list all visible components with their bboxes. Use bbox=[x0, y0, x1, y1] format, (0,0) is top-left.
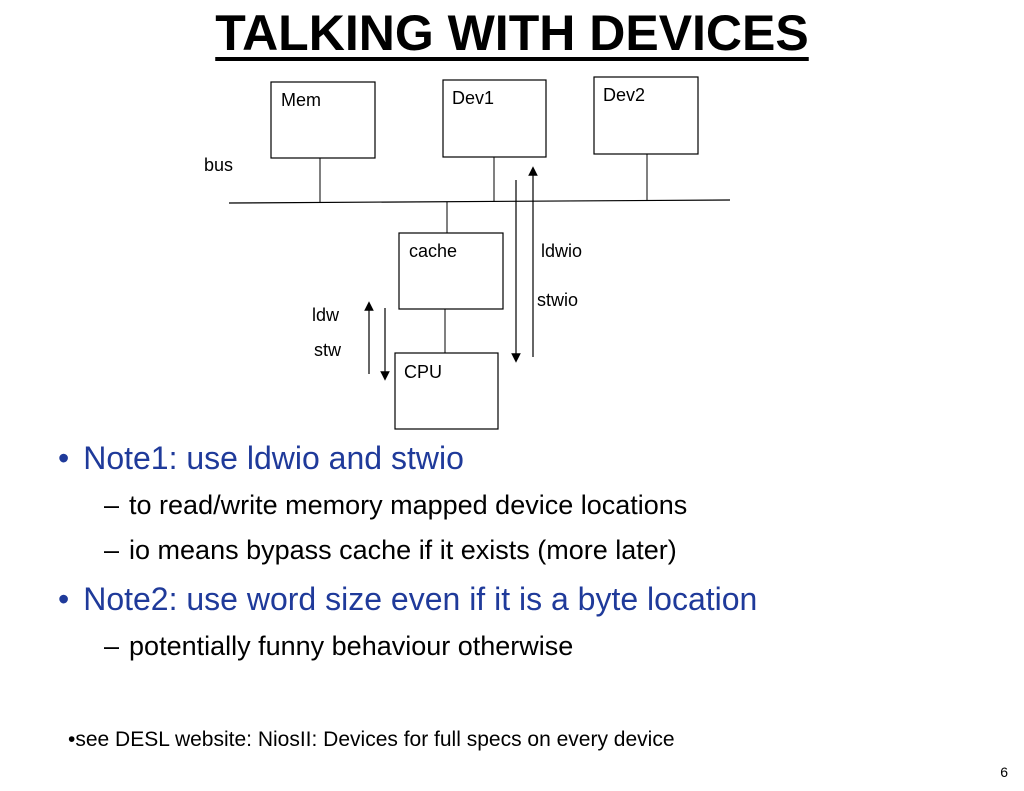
slide-title: TALKING WITH DEVICES bbox=[215, 5, 809, 61]
cache-box bbox=[398, 232, 504, 310]
bus-line bbox=[228, 199, 731, 204]
note1-sub1-text: to read/write memory mapped device locat… bbox=[129, 490, 688, 520]
note1-sub1: –to read/write memory mapped device loca… bbox=[104, 490, 687, 521]
dash-marker: – bbox=[104, 490, 120, 520]
note1-bullet: • Note1: use ldwio and stwio bbox=[58, 440, 464, 477]
note1-sub2-text: io means bypass cache if it exists (more… bbox=[129, 535, 677, 565]
note2-sub1: –potentially funny behaviour otherwise bbox=[104, 631, 573, 662]
dev2-box bbox=[593, 76, 699, 155]
mem-box bbox=[270, 81, 376, 159]
footer-note: •see DESL website: NiosII: Devices for f… bbox=[68, 728, 675, 751]
bullet-dot: • bbox=[58, 440, 70, 476]
note2-text: Note2: use word size even if it is a byt… bbox=[83, 581, 758, 617]
dash-marker: – bbox=[104, 631, 120, 661]
cache-label: cache bbox=[409, 241, 458, 261]
dev2-label: Dev2 bbox=[603, 85, 646, 105]
note1-sub2: –io means bypass cache if it exists (mor… bbox=[104, 535, 677, 566]
stwio-label: stwio bbox=[537, 290, 579, 310]
note1-text: Note1: use ldwio and stwio bbox=[83, 440, 464, 476]
page-number: 6 bbox=[1000, 764, 1008, 780]
bus-label: bus bbox=[204, 155, 234, 175]
ldw-label: ldw bbox=[312, 305, 340, 325]
cpu-label: CPU bbox=[404, 362, 443, 382]
note2-bullet: • Note2: use word size even if it is a by… bbox=[58, 581, 757, 618]
cpu-box bbox=[394, 352, 499, 430]
stw-label: stw bbox=[314, 340, 341, 360]
dev1-label: Dev1 bbox=[452, 88, 495, 108]
mem-label: Mem bbox=[281, 90, 321, 110]
bus-diagram bbox=[228, 76, 731, 430]
ldwio-label: ldwio bbox=[541, 241, 583, 261]
bullet-dot: • bbox=[58, 581, 70, 617]
dash-marker: – bbox=[104, 535, 120, 565]
note2-sub1-text: potentially funny behaviour otherwise bbox=[129, 631, 574, 661]
